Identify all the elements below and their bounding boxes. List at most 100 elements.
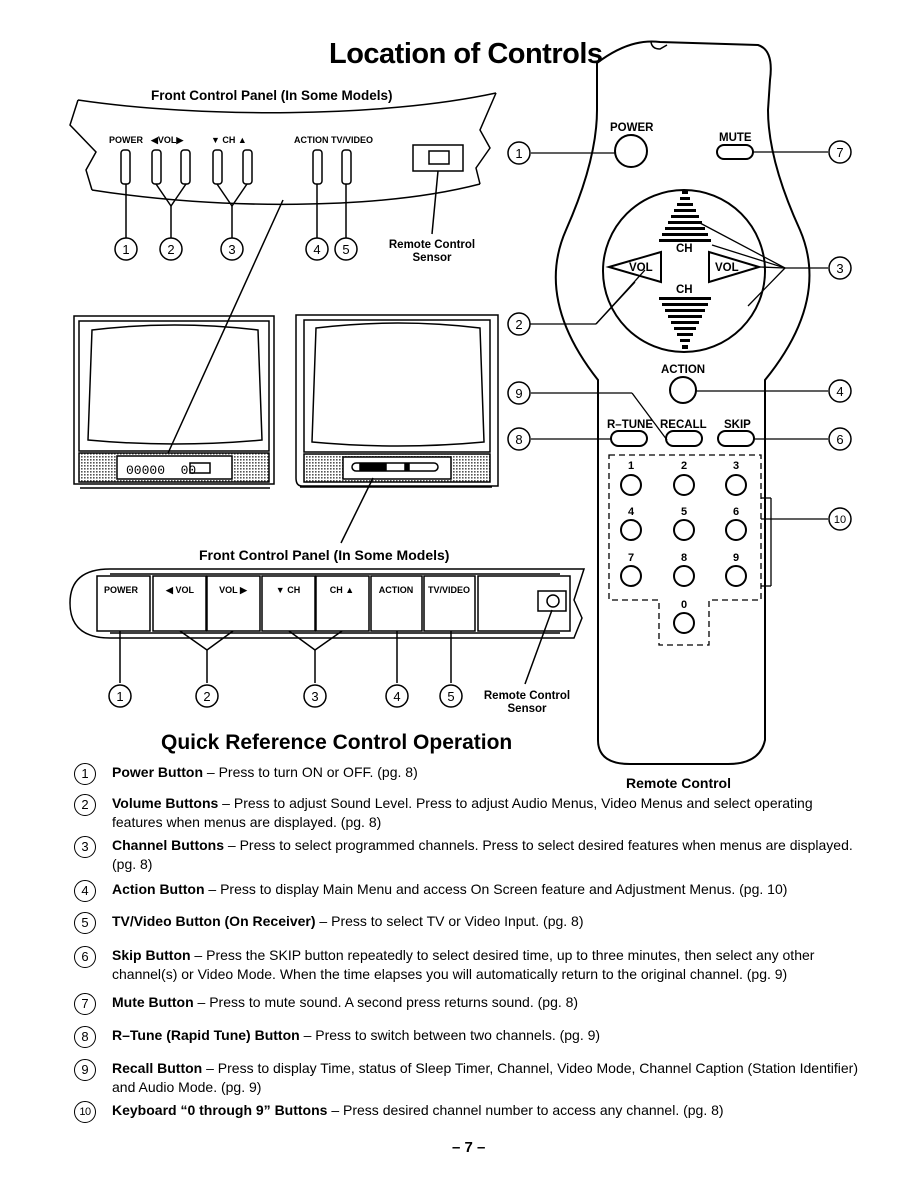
remote-ch-down-label: CH (676, 284, 693, 296)
ref-number-2: 2 (74, 794, 96, 816)
ref-desc-7: – Press to mute sound. A second press re… (193, 994, 579, 1010)
panel-a-sensor-label: Remote Control (389, 239, 475, 251)
ref-desc-10: – Press desired channel number to access… (327, 1102, 724, 1118)
ref-name-9: Recall Button (112, 1060, 203, 1076)
ref-number-6: 6 (74, 946, 96, 968)
remote-callout-3: 3 (836, 261, 843, 276)
remote-key-9[interactable] (725, 565, 747, 587)
callout-b-2: 2 (203, 689, 210, 704)
remote-rtune-button[interactable] (610, 430, 648, 447)
remote-key-1[interactable] (620, 474, 642, 496)
remote-recall-button[interactable] (665, 430, 703, 447)
remote-key-3-label: 3 (733, 460, 739, 472)
callout-a-3: 3 (228, 242, 235, 257)
ref-desc-9: – Press to display Time, status of Sleep… (112, 1060, 858, 1095)
remote-ch-up-button[interactable] (659, 190, 711, 242)
remote-action-label: ACTION (661, 364, 705, 376)
quick-reference-title: Quick Reference Control Operation (161, 731, 513, 754)
panel-b-power-button: POWER (104, 585, 139, 595)
ref-desc-8: – Press to switch between two channels. … (299, 1027, 601, 1043)
remote-callout-2: 2 (515, 317, 522, 332)
callout-a-4: 4 (313, 242, 320, 257)
panel-b-ch-up-button: CH ▲ (330, 585, 354, 595)
remote-skip-button[interactable] (717, 430, 755, 447)
remote-callout-4: 4 (836, 384, 843, 399)
ref-number-5: 5 (74, 912, 96, 934)
ref-number-10: 10 (74, 1101, 96, 1123)
remote-callout-8: 8 (515, 432, 522, 447)
panel-b-vol-down-button: ◀ VOL (165, 585, 194, 595)
tv-left (73, 315, 275, 489)
remote-key-0-label: 0 (681, 599, 687, 611)
remote-callout-7: 7 (836, 145, 843, 160)
remote-key-2[interactable] (673, 474, 695, 496)
ref-desc-5: – Press to select TV or Video Input. (pg… (315, 913, 584, 929)
panel-b-action-button: ACTION (379, 585, 414, 595)
remote-key-5[interactable] (673, 519, 695, 541)
ref-number-9: 9 (74, 1059, 96, 1081)
remote-mute-label: MUTE (719, 132, 752, 144)
panel-b-sensor-label-2: Sensor (508, 703, 548, 715)
ref-name-8: R–Tune (Rapid Tune) Button (112, 1027, 300, 1043)
ref-name-4: Action Button (112, 881, 205, 897)
remote-action-button[interactable] (669, 376, 697, 404)
ref-name-7: Mute Button (112, 994, 194, 1010)
ref-name-6: Skip Button (112, 947, 191, 963)
ref-name-5: TV/Video Button (On Receiver) (112, 913, 316, 929)
panel-a-title: Front Control Panel (In Some Models) (151, 88, 393, 103)
remote-vol-right-label: VOL (715, 262, 739, 274)
remote-caption: Remote Control (626, 775, 731, 791)
remote-vol-right-button[interactable] (708, 250, 763, 284)
remote-vol-left-label: VOL (629, 262, 653, 274)
remote-key-5-label: 5 (681, 506, 687, 518)
remote-recall-label: RECALL (660, 419, 707, 431)
remote-key-7[interactable] (620, 565, 642, 587)
panel-a-power-label: POWER (109, 135, 144, 145)
ref-desc-3: – Press to select programmed channels. P… (112, 837, 853, 872)
remote-callout-1: 1 (515, 146, 522, 161)
remote-key-4-label: 4 (628, 506, 635, 518)
panel-b-tvvideo-button: TV/VIDEO (428, 585, 470, 595)
callout-a-5: 5 (342, 242, 349, 257)
callout-a-2: 2 (167, 242, 174, 257)
panel-a-sensor-label-2: Sensor (413, 252, 453, 264)
ref-desc-1: – Press to turn ON or OFF. (pg. 8) (203, 764, 418, 780)
remote-ch-up-label: CH (676, 243, 693, 255)
remote-callout-10: 10 (834, 514, 846, 526)
callout-b-1: 1 (116, 689, 123, 704)
remote-mute-button[interactable] (716, 144, 754, 160)
remote-key-8-label: 8 (681, 552, 687, 564)
ref-number-4: 4 (74, 880, 96, 902)
ref-name-3: Channel Buttons (112, 837, 224, 853)
callout-b-5: 5 (447, 689, 454, 704)
remote-control (554, 40, 811, 765)
remote-key-0[interactable] (673, 612, 695, 634)
remote-callout-6: 6 (836, 432, 843, 447)
remote-vol-left-button[interactable] (605, 250, 662, 284)
remote-power-label: POWER (610, 122, 654, 134)
front-panel-a (69, 92, 497, 463)
remote-key-3[interactable] (725, 474, 747, 496)
ref-name-10: Keyboard “0 through 9” Buttons (112, 1102, 328, 1118)
remote-skip-label: SKIP (724, 419, 751, 431)
remote-callout-9: 9 (515, 386, 522, 401)
remote-key-4[interactable] (620, 519, 642, 541)
panel-a-vol-label: ◀VOL▶ (150, 135, 184, 145)
remote-key-8[interactable] (673, 565, 695, 587)
panel-b-ch-down-button: ▼ CH (276, 585, 300, 595)
ref-desc-4: – Press to display Main Menu and access … (204, 881, 788, 897)
remote-key-6-label: 6 (733, 506, 739, 518)
ref-number-1: 1 (74, 763, 96, 785)
panel-a-action-tv-label: ACTION TV/VIDEO (294, 135, 373, 145)
remote-key-6[interactable] (725, 519, 747, 541)
ref-number-8: 8 (74, 1026, 96, 1048)
page-title: Location of Controls (329, 38, 603, 70)
ref-number-7: 7 (74, 993, 96, 1015)
panel-b-title: Front Control Panel (In Some Models) (199, 547, 449, 563)
panel-b-vol-up-button: VOL ▶ (219, 585, 248, 595)
remote-ch-down-button[interactable] (659, 297, 711, 349)
remote-key-9-label: 9 (733, 552, 739, 564)
remote-key-7-label: 7 (628, 552, 634, 564)
remote-power-button[interactable] (614, 134, 648, 168)
front-panel-b (69, 568, 586, 708)
